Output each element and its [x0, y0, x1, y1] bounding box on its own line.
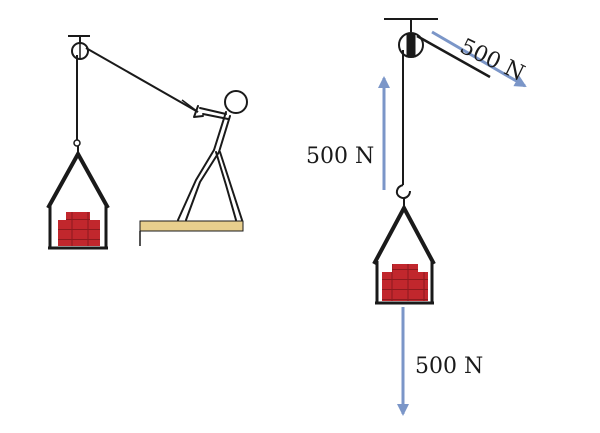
stick-figure-icon	[177, 90, 248, 221]
brick-load-left	[46, 146, 110, 250]
weight-force-label: 500 N	[415, 354, 484, 379]
brick-stack-icon	[382, 264, 428, 301]
hook-left	[73, 139, 81, 147]
pulley-icon	[71, 42, 89, 60]
pulley-icon	[398, 32, 424, 58]
left-scene	[46, 35, 248, 250]
brick-stack-icon	[58, 212, 100, 246]
pull-arrow	[431, 30, 527, 88]
tension-force-label: 500 N	[306, 144, 375, 169]
platform	[139, 220, 244, 246]
rope-pull-left	[85, 47, 199, 113]
right-scene	[372, 18, 527, 416]
hook-right	[395, 184, 411, 200]
brick-load-right	[372, 198, 436, 305]
rope-tail-left	[181, 99, 199, 113]
rope-diagonal-right	[416, 34, 491, 79]
